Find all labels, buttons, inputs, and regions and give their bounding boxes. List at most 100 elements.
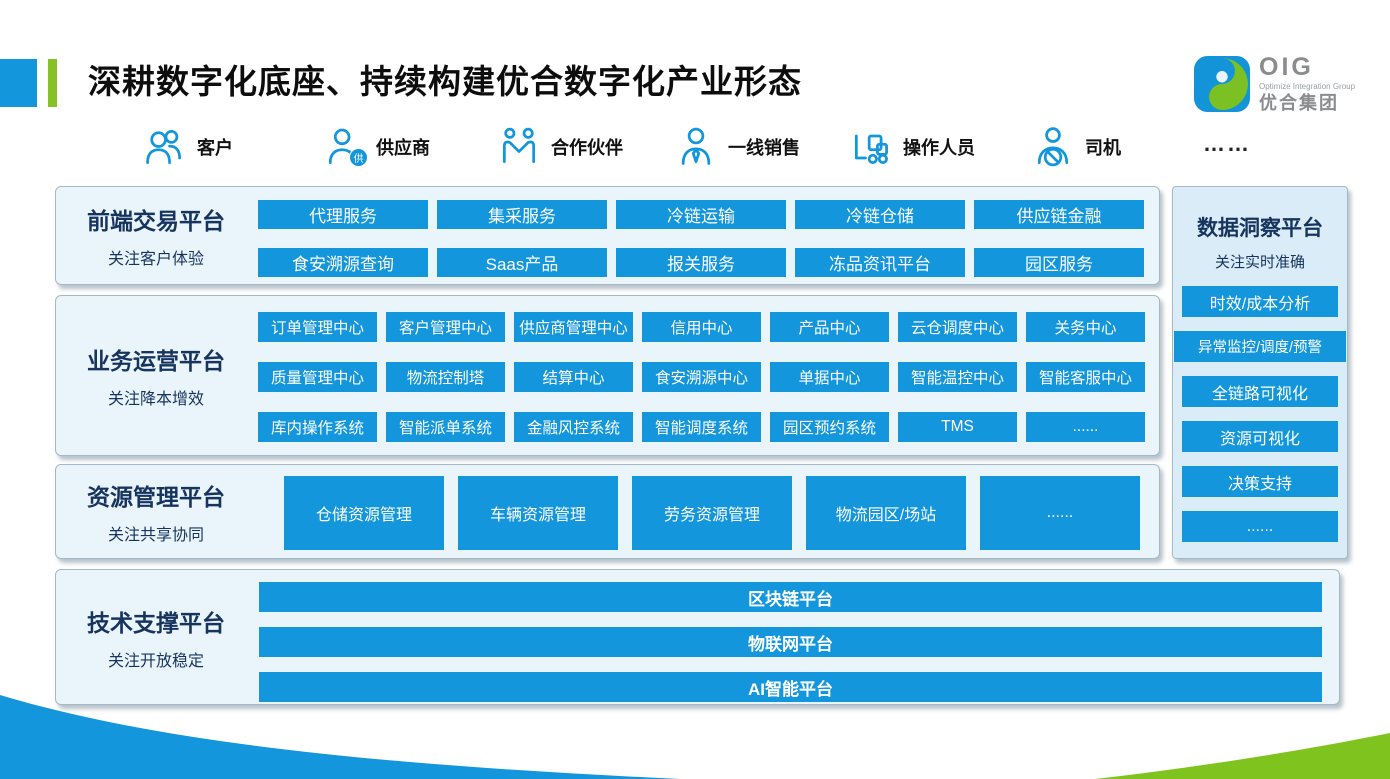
logo-company: 优合集团 bbox=[1259, 93, 1339, 113]
module-box: 客户管理中心 bbox=[386, 312, 505, 342]
section-data-insight-platform: 数据洞察平台 关注实时准确 时效/成本分析异常监控/调度/预警全链路可视化资源可… bbox=[1172, 186, 1348, 559]
company-logo: OIG Optimize Integration Group 优合集团 bbox=[1194, 55, 1355, 112]
insight-list: 时效/成本分析异常监控/调度/预警全链路可视化资源可视化决策支持...... bbox=[1173, 286, 1347, 542]
role-supplier: 供 供应商 bbox=[322, 124, 430, 170]
service-box: 代理服务 bbox=[258, 200, 428, 229]
section-title: 前端交易平台 bbox=[87, 208, 225, 234]
section-label: 资源管理平台 关注共享协同 bbox=[56, 465, 256, 558]
module-box: ...... bbox=[1026, 412, 1145, 442]
service-box: 供应链金融 bbox=[974, 200, 1144, 229]
section-title: 数据洞察平台 bbox=[1197, 217, 1323, 240]
insight-box: 资源可视化 bbox=[1182, 421, 1338, 452]
section-subtitle: 关注客户体验 bbox=[107, 251, 204, 268]
section-subtitle: 关注实时准确 bbox=[1214, 254, 1305, 271]
module-box: 订单管理中心 bbox=[258, 312, 377, 342]
module-box: 单据中心 bbox=[770, 362, 889, 392]
role-operator: 操作人员 bbox=[849, 124, 975, 170]
module-box: 智能调度系统 bbox=[642, 412, 761, 442]
module-row: 质量管理中心物流控制塔结算中心食安溯源中心单据中心智能温控中心智能客服中心 bbox=[258, 362, 1145, 392]
section-label: 技术支撑平台 关注开放稳定 bbox=[56, 570, 256, 704]
insight-box: 异常监控/调度/预警 bbox=[1174, 331, 1346, 362]
section-label: 前端交易平台 关注客户体验 bbox=[56, 187, 256, 284]
module-box: 信用中心 bbox=[642, 312, 761, 342]
module-box: 食安溯源中心 bbox=[642, 362, 761, 392]
module-box: 智能派单系统 bbox=[386, 412, 505, 442]
page-title: 深耕数字化底座、持续构建优合数字化产业形态 bbox=[88, 63, 802, 100]
section-tech-support-platform: 技术支撑平台 关注开放稳定 区块链平台物联网平台 AI智能平台 bbox=[55, 569, 1340, 705]
section-title: 技术支撑平台 bbox=[87, 609, 225, 636]
role-label: 供应商 bbox=[376, 138, 430, 158]
insight-box: ...... bbox=[1182, 511, 1338, 542]
service-box: 食安溯源查询 bbox=[258, 248, 428, 277]
service-box: 冷链运输 bbox=[616, 200, 786, 229]
tech-bar: AI智能平台 bbox=[259, 672, 1322, 702]
roles-ellipsis: …… bbox=[1203, 131, 1251, 156]
role-sales: 一线销售 bbox=[674, 124, 800, 170]
service-box: 冷链仓储 bbox=[795, 200, 965, 229]
insight-box: 决策支持 bbox=[1182, 466, 1338, 497]
role-label: 操作人员 bbox=[903, 138, 975, 158]
logo-text: OIG Optimize Integration Group 优合集团 bbox=[1259, 53, 1356, 113]
service-box: 集采服务 bbox=[437, 200, 607, 229]
resource-box: ...... bbox=[980, 476, 1140, 550]
service-row: 食安溯源查询 Saas产品报关服务冻品资讯平台园区服务 bbox=[258, 248, 1144, 277]
module-box: 物流控制塔 bbox=[386, 362, 505, 392]
sales-icon bbox=[674, 125, 718, 169]
module-box: 质量管理中心 bbox=[258, 362, 377, 392]
module-box: 智能客服中心 bbox=[1026, 362, 1145, 392]
service-box: 报关服务 bbox=[616, 248, 786, 277]
service-box: Saas产品 bbox=[437, 248, 607, 277]
module-box: 关务中心 bbox=[1026, 312, 1145, 342]
module-box: 园区预约系统 bbox=[770, 412, 889, 442]
driver-icon bbox=[1031, 125, 1075, 169]
module-box: TMS bbox=[898, 412, 1017, 442]
title-accent-bar bbox=[48, 59, 57, 107]
customers-icon bbox=[143, 125, 187, 169]
tech-bar: 物联网平台 bbox=[259, 627, 1322, 657]
section-title: 业务运营平台 bbox=[87, 348, 225, 374]
insight-box: 时效/成本分析 bbox=[1182, 286, 1338, 317]
module-row: 库内操作系统智能派单系统金融风控系统智能调度系统园区预约系统 TMS...... bbox=[258, 412, 1145, 442]
role-label: 合作伙伴 bbox=[551, 138, 623, 158]
module-box: 结算中心 bbox=[514, 362, 633, 392]
section-subtitle: 关注开放稳定 bbox=[107, 652, 204, 670]
role-driver: 司机 bbox=[1031, 124, 1121, 170]
role-label: 司机 bbox=[1085, 138, 1121, 158]
title-accent-square bbox=[0, 59, 37, 107]
module-box: 金融风控系统 bbox=[514, 412, 633, 442]
role-customer: 客户 bbox=[143, 124, 233, 170]
module-row: 订单管理中心客户管理中心供应商管理中心信用中心产品中心云仓调度中心关务中心 bbox=[258, 312, 1145, 342]
resource-box: 劳务资源管理 bbox=[632, 476, 792, 550]
supplier-badge: 供 bbox=[349, 148, 368, 167]
module-box: 供应商管理中心 bbox=[514, 312, 633, 342]
insight-box: 全链路可视化 bbox=[1182, 376, 1338, 407]
supplier-icon: 供 bbox=[322, 125, 368, 169]
tech-bar-list: 区块链平台物联网平台 AI智能平台 bbox=[259, 582, 1322, 702]
role-label: 一线销售 bbox=[728, 138, 800, 158]
section-subtitle: 关注降本增效 bbox=[107, 391, 204, 408]
module-box: 云仓调度中心 bbox=[898, 312, 1017, 342]
section-subtitle: 关注共享协同 bbox=[107, 527, 204, 544]
tech-bar: 区块链平台 bbox=[259, 582, 1322, 612]
module-box: 库内操作系统 bbox=[258, 412, 377, 442]
role-partner: 合作伙伴 bbox=[497, 124, 623, 170]
resource-box: 物流园区/场站 bbox=[806, 476, 966, 550]
role-label: 客户 bbox=[197, 138, 233, 158]
resource-box: 车辆资源管理 bbox=[458, 476, 618, 550]
section-title: 资源管理平台 bbox=[87, 484, 225, 510]
green-wave bbox=[1095, 733, 1390, 779]
logo-mark-icon bbox=[1194, 55, 1250, 112]
logo-tagline: Optimize Integration Group bbox=[1259, 82, 1356, 91]
section-label: 业务运营平台 关注降本增效 bbox=[56, 296, 256, 455]
logo-abbr: OIG bbox=[1259, 53, 1314, 81]
module-box: 产品中心 bbox=[770, 312, 889, 342]
forklift-icon bbox=[849, 125, 893, 169]
section-business-operations-platform: 业务运营平台 关注降本增效 订单管理中心客户管理中心供应商管理中心信用中心产品中… bbox=[55, 295, 1160, 456]
module-box: 智能温控中心 bbox=[898, 362, 1017, 392]
bottom-wave-decoration bbox=[0, 695, 1390, 779]
resource-box: 仓储资源管理 bbox=[284, 476, 444, 550]
blue-wave bbox=[0, 695, 680, 779]
service-box: 园区服务 bbox=[974, 248, 1144, 277]
service-box: 冻品资讯平台 bbox=[795, 248, 965, 277]
resource-row: 仓储资源管理车辆资源管理劳务资源管理物流园区/场站...... bbox=[284, 476, 1140, 550]
